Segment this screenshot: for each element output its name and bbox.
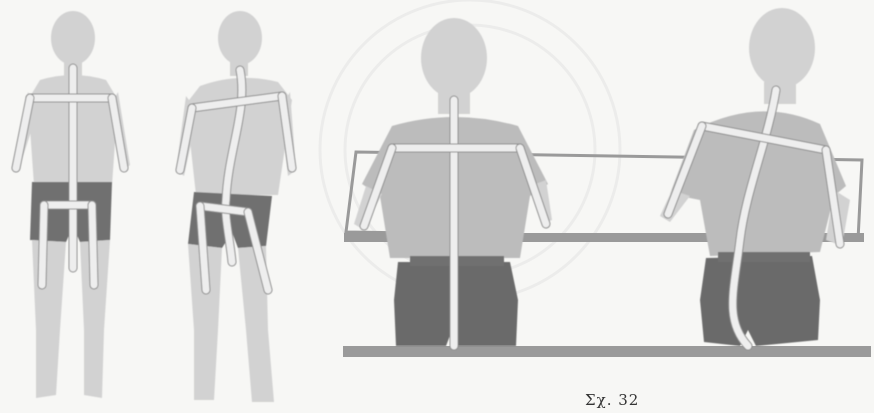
head — [218, 11, 262, 65]
trousers — [700, 256, 820, 346]
head — [51, 11, 95, 65]
right-leg — [238, 246, 274, 402]
head — [749, 8, 815, 88]
floor-bench — [343, 346, 871, 357]
left-leg — [32, 240, 66, 398]
head — [421, 18, 487, 98]
standing-figure-scoliosis — [176, 11, 296, 402]
seated-figure-poor — [660, 8, 850, 346]
posture-line — [42, 205, 44, 285]
posture-line — [92, 205, 94, 285]
figure-caption: Σχ. 32 — [585, 391, 639, 409]
standing-figure-correct — [12, 11, 130, 398]
seated-figure-correct — [354, 18, 552, 346]
